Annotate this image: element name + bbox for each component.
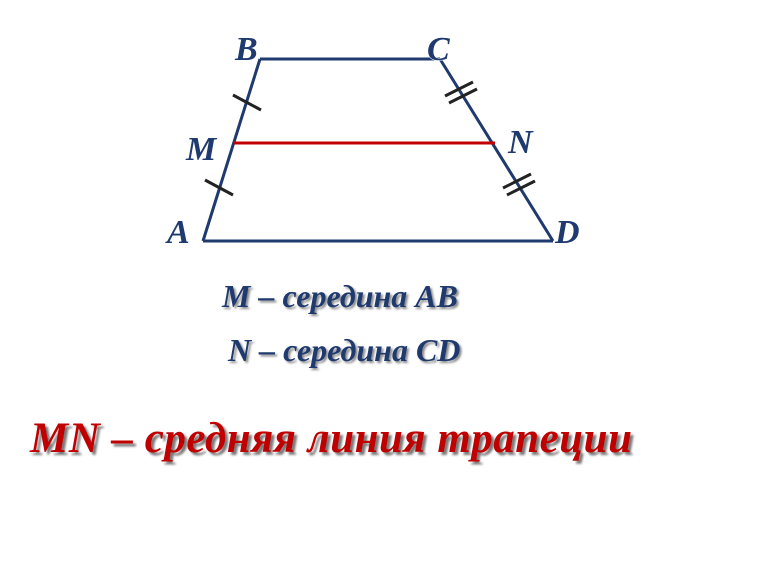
vertex-label-c: C <box>427 31 450 68</box>
vertex-label-b: B <box>234 31 258 68</box>
side-ab <box>201 58 262 242</box>
headline-midline-definition: MN – средняя линия трапеции <box>30 415 633 462</box>
caption-m-midpoint: M – середина AB <box>222 278 458 314</box>
tick-marks-cd <box>444 80 536 197</box>
vertex-label-a: A <box>165 214 190 251</box>
tick-marks-ab <box>204 93 262 197</box>
side-cd <box>438 58 555 242</box>
vertex-label-d: D <box>554 214 580 251</box>
vertex-label-m: M <box>185 131 218 168</box>
vertex-label-n: N <box>507 124 534 161</box>
caption-n-midpoint: N – середина CD <box>228 332 461 368</box>
